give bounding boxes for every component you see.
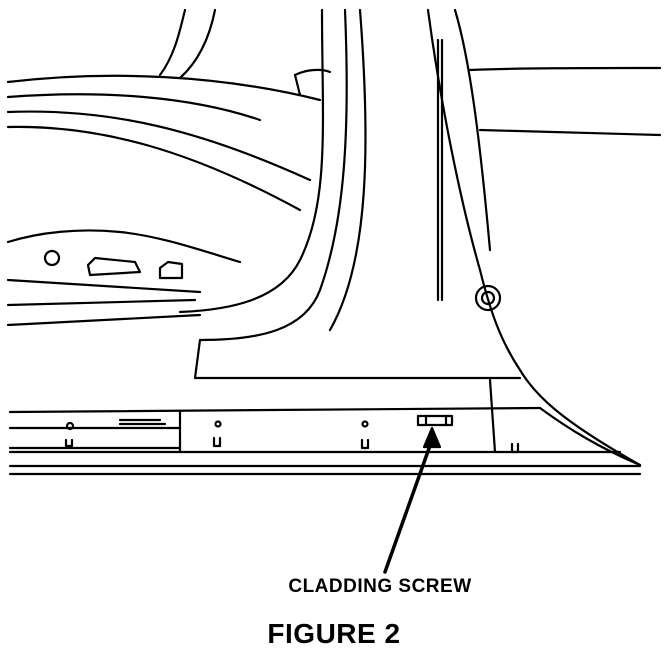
sill-panel <box>8 338 642 476</box>
figure-caption: FIGURE 2 <box>267 618 401 649</box>
seat-base-details <box>6 229 242 327</box>
window-frame-outline <box>6 8 322 212</box>
callout-label: CLADDING SCREW <box>288 576 472 597</box>
cladding-screw <box>416 414 454 427</box>
rear-pillar-outline <box>426 8 662 467</box>
callout-leader-arrow <box>383 426 442 574</box>
door-frame-curves <box>178 8 367 342</box>
